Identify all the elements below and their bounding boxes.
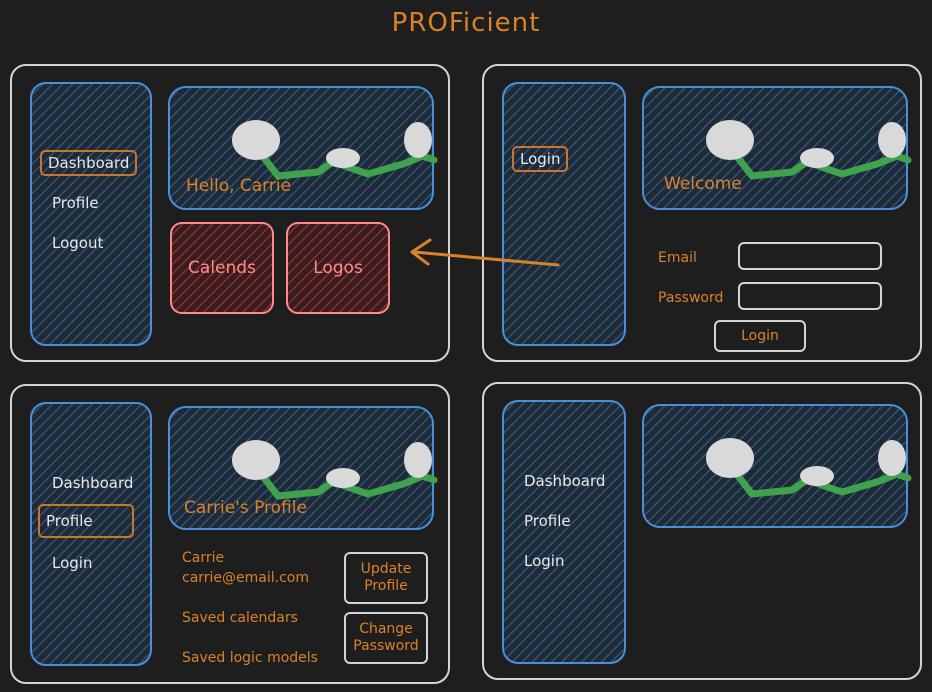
saved-logic-models-link[interactable]: Saved logic models (182, 650, 318, 666)
sidebar-item-dashboard[interactable]: Dashboard (52, 474, 134, 492)
dashboard-greeting: Hello, Carrie (186, 176, 292, 196)
blank-panel: Dashboard Profile Login (482, 382, 922, 680)
blank-banner (642, 404, 912, 528)
plant-illustration (706, 438, 912, 498)
sidebar-item-login[interactable]: Login (524, 552, 565, 570)
profile-banner: Carrie's Profile (168, 406, 438, 530)
login-panel: Login Welcome Email Password Login (482, 64, 922, 362)
profile-email: carrie@email.com (182, 570, 310, 586)
email-field[interactable] (738, 242, 882, 270)
sidebar-item-logout[interactable]: Logout (52, 234, 104, 252)
calendars-tile[interactable]: Calends (170, 222, 274, 314)
plant-illustration (232, 440, 438, 500)
sidebar-item-login[interactable]: Login (512, 146, 569, 172)
password-field[interactable] (738, 282, 882, 310)
sidebar-item-profile[interactable]: Profile (38, 504, 134, 538)
flow-arrow (410, 238, 560, 267)
login-greeting: Welcome (664, 174, 742, 194)
login-button[interactable]: Login (714, 320, 806, 352)
dashboard-sidebar: Dashboard Profile Logout (30, 82, 152, 346)
saved-calendars-link[interactable]: Saved calendars (182, 610, 298, 626)
sidebar-item-dashboard[interactable]: Dashboard (524, 472, 606, 490)
email-label: Email (658, 250, 697, 266)
login-sidebar: Login (502, 82, 626, 346)
sidebar-item-profile[interactable]: Profile (524, 512, 571, 530)
sidebar-item-profile[interactable]: Profile (52, 194, 99, 212)
logic-models-tile[interactable]: Logos (286, 222, 390, 314)
profile-sidebar: Dashboard Profile Login (30, 402, 152, 666)
dashboard-panel: Dashboard Profile Logout Hello, Carrie C… (10, 64, 450, 362)
profile-name: Carrie (182, 550, 225, 566)
password-label: Password (658, 290, 724, 306)
blank-sidebar: Dashboard Profile Login (502, 400, 626, 664)
sidebar-item-dashboard[interactable]: Dashboard (40, 150, 138, 176)
dashboard-banner: Hello, Carrie (168, 86, 438, 210)
login-banner: Welcome (642, 86, 912, 210)
app-title: PROFicient (391, 8, 541, 38)
profile-greeting: Carrie's Profile (184, 498, 307, 518)
profile-panel: Dashboard Profile Login Carrie's Profile… (10, 384, 450, 684)
plant-illustration (232, 120, 438, 180)
plant-illustration (706, 120, 912, 180)
update-profile-button[interactable]: Update Profile (344, 552, 428, 604)
change-password-button[interactable]: Change Password (344, 612, 428, 664)
sidebar-item-login[interactable]: Login (52, 554, 93, 572)
